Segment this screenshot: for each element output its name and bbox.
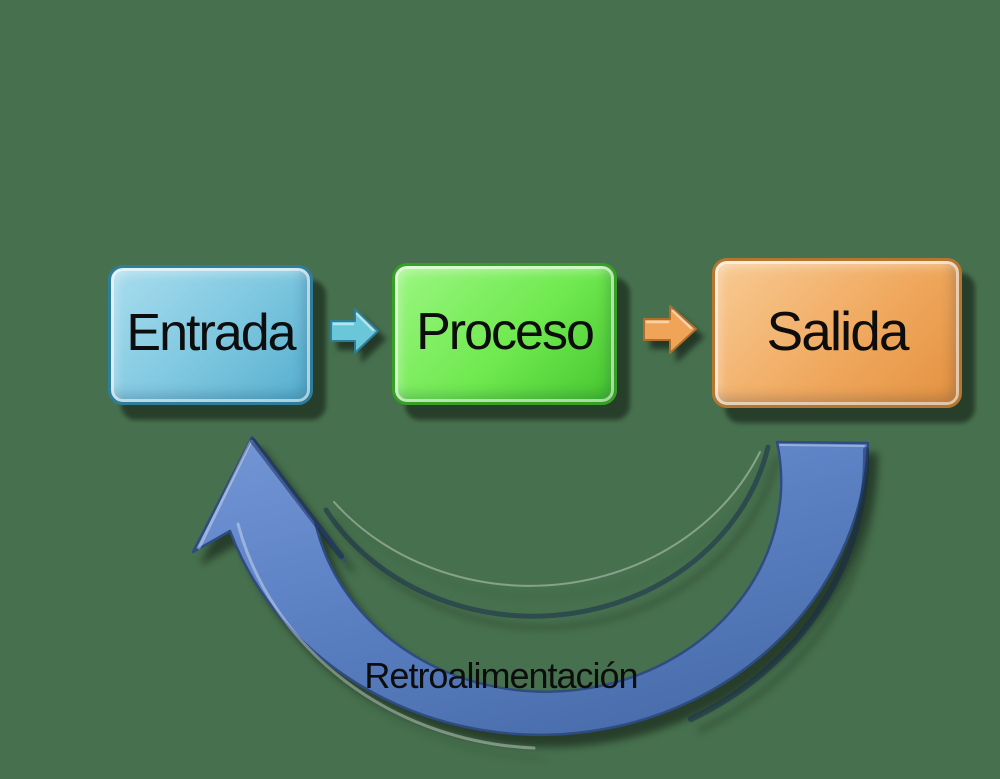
feedback-arrowhead-bevel-light bbox=[197, 439, 253, 550]
flow-arrow-entrada-to-proceso-icon bbox=[330, 308, 379, 354]
feedback-arrow-bevel-outer-dark bbox=[688, 447, 870, 722]
feedback-tail-bevel-light bbox=[779, 444, 865, 447]
feedback-label: Retroalimentación bbox=[364, 655, 638, 696]
node-salida-label: Salida bbox=[766, 299, 910, 362]
node-proceso: Proceso bbox=[392, 263, 617, 405]
feedback-arrowhead-bevel-dark bbox=[250, 438, 344, 559]
node-entrada: Entrada bbox=[108, 265, 313, 405]
flow-arrow-proceso-to-salida-icon bbox=[643, 305, 697, 354]
feedback-arrow-band bbox=[191, 435, 870, 737]
feedback-arrow-bevel-outer-light bbox=[236, 522, 536, 750]
feedback-arrow-bevel-inner-dark bbox=[323, 444, 771, 619]
feedback-arrow-bevel-inner-light bbox=[333, 451, 761, 587]
node-proceso-label: Proceso bbox=[416, 303, 595, 361]
node-salida: Salida bbox=[712, 258, 962, 408]
node-entrada-label: Entrada bbox=[126, 304, 296, 362]
